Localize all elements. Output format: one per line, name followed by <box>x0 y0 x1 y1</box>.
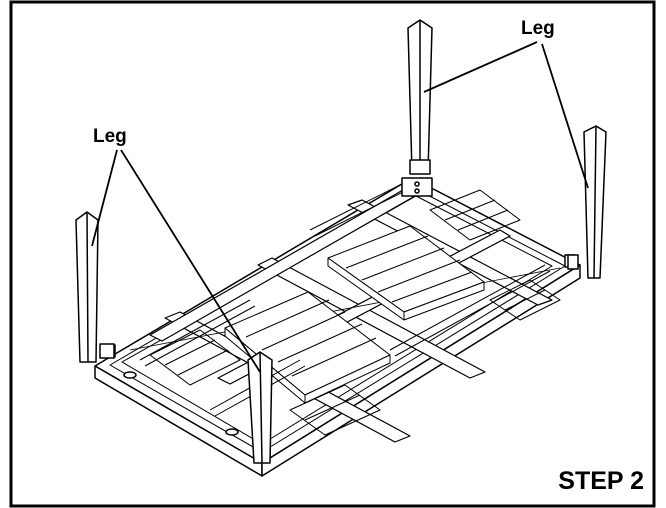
leg-front <box>247 351 273 464</box>
side-rails <box>139 179 551 417</box>
leg-right <box>567 125 607 279</box>
leg-back <box>407 19 433 175</box>
leg-label-right: Leg <box>521 18 555 39</box>
page-border <box>9 0 656 508</box>
step-label: STEP 2 <box>558 467 644 495</box>
hardware-bolts <box>123 371 239 436</box>
leg-label-left: Leg <box>93 126 127 147</box>
leg-left <box>75 211 115 363</box>
leader-lines <box>91 41 589 373</box>
